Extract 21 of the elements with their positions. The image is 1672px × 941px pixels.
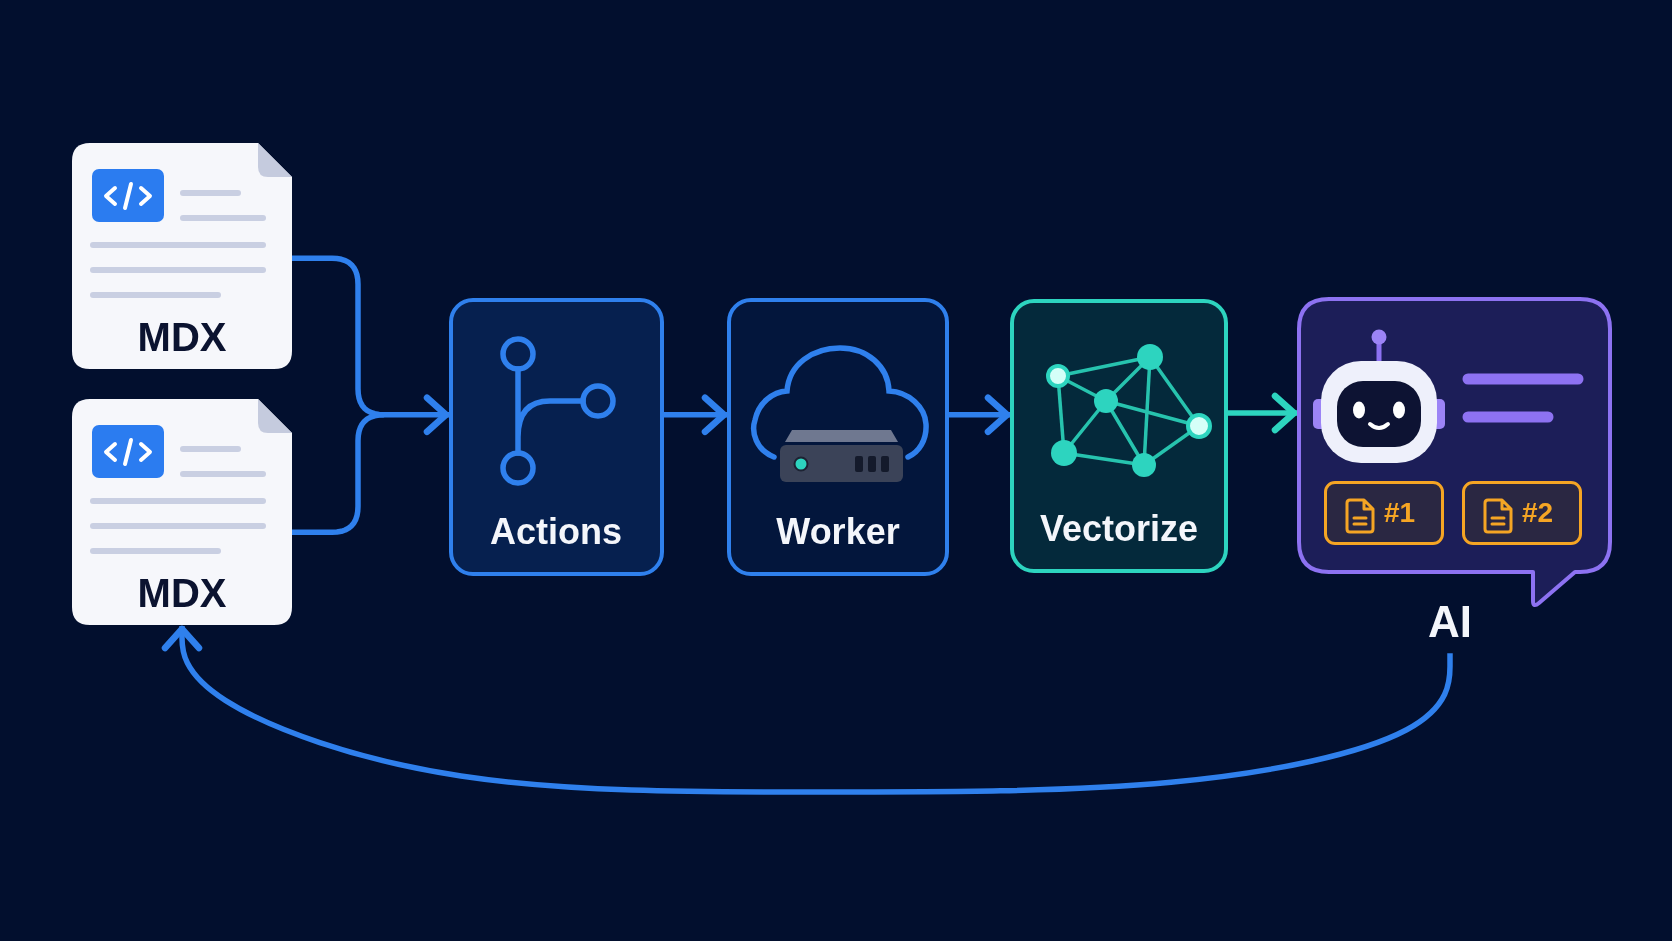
arrow [664,394,728,435]
source-number: #1 [1384,496,1416,530]
source-tag [1462,481,1582,545]
process-box [449,298,664,576]
process-box [727,298,949,576]
document-title: MDX [137,570,227,616]
arrow [949,394,1011,435]
step-label: Actions [490,511,622,553]
arrow [1228,392,1298,434]
source-tag [1324,481,1444,545]
bubble-caption: AI [1428,596,1472,648]
step-label: Vectorize [1039,508,1199,550]
step-label: Worker [776,511,900,553]
source-number: #2 [1522,496,1554,530]
process-box [1010,299,1228,573]
document-card [72,399,292,625]
document-title: MDX [137,314,227,360]
document-card [72,143,292,369]
connector-line [292,412,385,536]
arrow [161,625,1453,795]
arrow [384,394,450,435]
